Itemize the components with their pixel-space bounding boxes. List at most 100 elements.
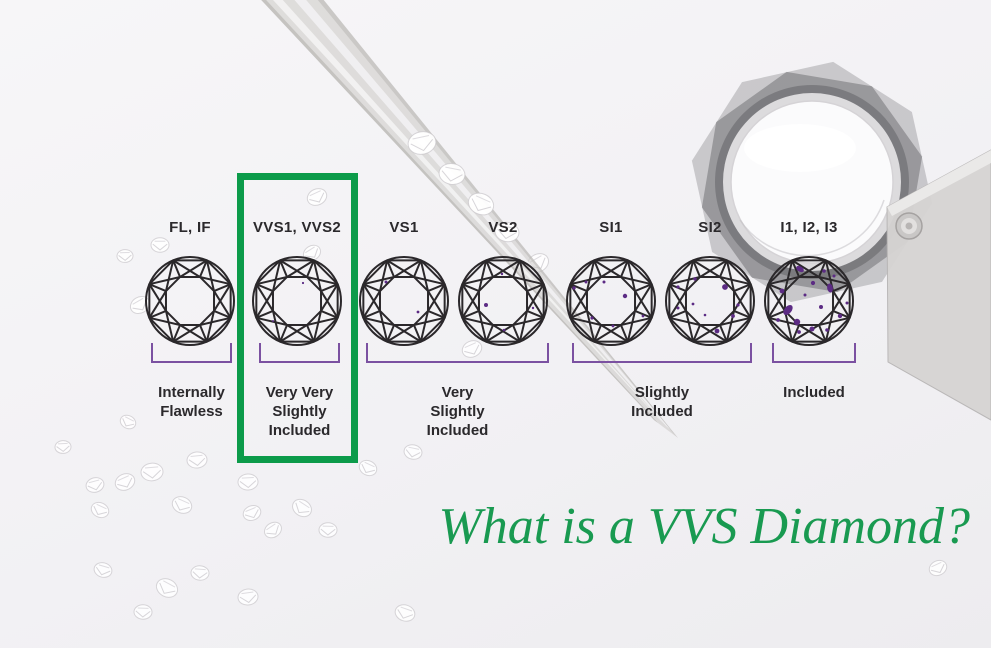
- diamond-diagram: [764, 256, 854, 346]
- diamond-diagram: [458, 256, 548, 346]
- grade-label-fl-if: FL, IF: [169, 219, 211, 236]
- grade-label-vs2: VS2: [488, 219, 518, 236]
- loose-diamond-image: [358, 459, 378, 477]
- inclusion-mark: [602, 280, 606, 284]
- inclusion-mark: [500, 272, 504, 276]
- inclusion-mark: [416, 310, 420, 314]
- inclusion-mark: [301, 281, 305, 285]
- inclusion-mark: [484, 303, 488, 307]
- loose-diamond-image: [116, 249, 134, 263]
- loose-diamond-image: [54, 440, 72, 454]
- inclusion-mark: [693, 277, 697, 281]
- inclusion-mark: [827, 283, 833, 293]
- loose-diamond-image: [85, 477, 105, 493]
- grade-label-i1-i2-i3: I1, I2, I3: [780, 219, 838, 236]
- loose-diamond-image: [171, 496, 193, 514]
- inclusion-mark: [809, 326, 815, 332]
- inclusion-mark: [641, 314, 645, 318]
- grade-label-vs1: VS1: [389, 219, 419, 236]
- loose-diamond-image: [237, 588, 259, 606]
- inclusion-mark: [731, 314, 735, 318]
- diamond-diagram: [145, 256, 235, 346]
- clarity-group-bracket: [151, 343, 232, 363]
- loose-diamond-image: [150, 237, 170, 253]
- inclusion-mark: [272, 320, 274, 322]
- diamond-diagram: [665, 256, 755, 346]
- inclusion-mark: [736, 303, 740, 307]
- loose-diamond-image: [114, 473, 136, 491]
- inclusion-mark: [832, 274, 836, 278]
- grade-label-si2: SI2: [698, 219, 722, 236]
- loose-diamond-image: [237, 473, 259, 491]
- inclusion-mark: [819, 305, 823, 309]
- clarity-group-bracket: [366, 343, 549, 363]
- loose-diamond-image: [264, 521, 282, 539]
- loose-diamond-image: [438, 162, 466, 186]
- loose-diamond-image: [461, 340, 483, 358]
- loose-diamond-image: [467, 192, 495, 216]
- inclusion-mark: [837, 313, 843, 319]
- inclusion-mark: [590, 316, 594, 320]
- inclusion-mark: [845, 301, 849, 305]
- clarity-group-label: Included: [783, 384, 845, 401]
- inclusion-mark: [797, 330, 801, 334]
- loose-diamond-image: [90, 501, 110, 519]
- inclusion-mark: [622, 293, 628, 299]
- loose-diamond-image: [494, 221, 520, 243]
- inclusion-mark: [384, 280, 388, 284]
- inclusion-mark: [796, 265, 804, 273]
- inclusion-mark: [722, 284, 728, 290]
- loupe-image: [691, 61, 991, 421]
- loose-diamond-image: [140, 462, 164, 482]
- inclusion-mark: [714, 328, 720, 334]
- loose-diamond-image: [394, 604, 416, 622]
- clarity-group-bracket: [259, 343, 340, 363]
- grade-label-si1: SI1: [599, 219, 623, 236]
- inclusion-mark: [531, 306, 535, 310]
- diamond-diagram: [566, 256, 656, 346]
- loose-diamond-image: [302, 244, 322, 262]
- inclusion-mark: [793, 318, 801, 326]
- inclusion-mark: [825, 328, 829, 332]
- loose-diamond-image: [93, 562, 113, 578]
- scattered-diamonds: [54, 188, 948, 622]
- diamond-diagram: [359, 256, 449, 346]
- inclusion-mark: [779, 288, 785, 294]
- inclusion-mark: [703, 313, 707, 317]
- inclusion-mark: [783, 304, 793, 316]
- inclusion-mark: [676, 285, 680, 289]
- inclusion-mark: [611, 324, 615, 328]
- headline-question: What is a VVS Diamond?: [438, 498, 970, 555]
- loose-diamond-image: [928, 559, 948, 577]
- loose-diamond-image: [242, 505, 262, 521]
- grade-label-vvs1-vvs2: VVS1, VVS2: [252, 219, 342, 236]
- loose-diamond-image: [155, 578, 179, 598]
- vvs-highlight-box: [237, 173, 358, 463]
- loose-diamond-image: [133, 604, 153, 620]
- inclusion-mark: [572, 286, 576, 290]
- inclusion-mark: [691, 302, 695, 306]
- inclusion-mark: [584, 280, 588, 284]
- loose-diamond-image: [306, 188, 328, 206]
- loose-diamond-image: [186, 451, 208, 469]
- loose-diamond-image: [190, 565, 210, 581]
- inclusion-mark: [810, 280, 816, 286]
- clarity-group-bracket: [572, 343, 752, 363]
- inclusion-mark: [803, 293, 807, 297]
- tweezers-image: [261, 0, 678, 438]
- diamond-diagram: [252, 256, 342, 346]
- loose-diamond-image: [407, 131, 437, 155]
- loose-diamond-image: [292, 498, 312, 518]
- inclusion-mark: [776, 318, 780, 322]
- clarity-group-bracket: [772, 343, 856, 363]
- loose-diamond-image: [119, 414, 137, 430]
- inclusion-mark: [502, 328, 506, 332]
- loose-diamond-image: [318, 522, 338, 538]
